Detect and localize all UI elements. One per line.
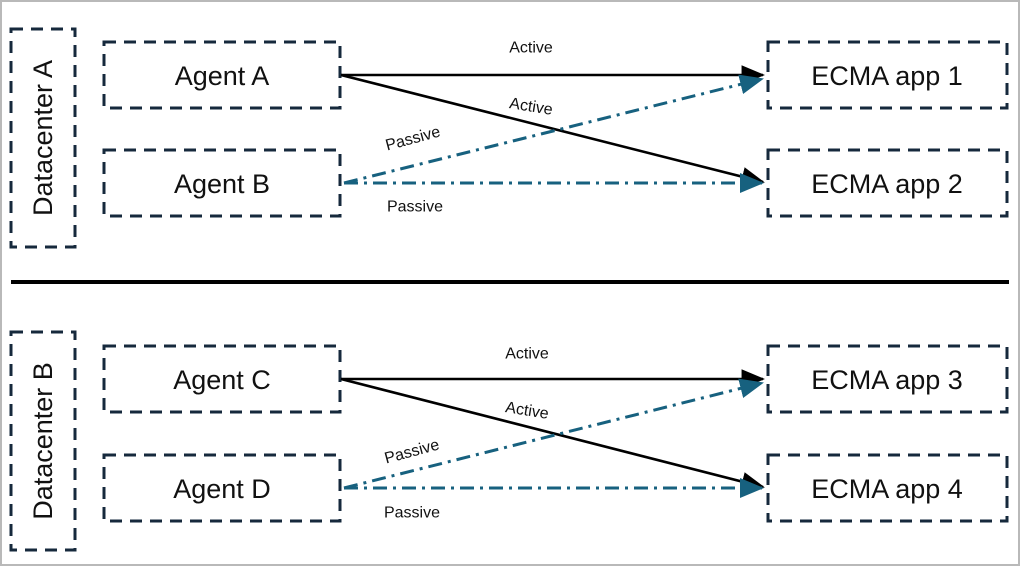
node-ecma-app-3[interactable]: ECMA app 3: [766, 344, 1009, 414]
datacenter-a-label: Datacenter A: [28, 60, 58, 216]
agent-d-label: Agent D: [173, 474, 271, 504]
edge-label-active-a-diagonal: Active: [508, 95, 554, 119]
agent-c-label: Agent C: [173, 365, 271, 395]
agent-a-box[interactable]: [102, 40, 342, 110]
edge-label-passive-a-flat: Passive: [387, 199, 443, 216]
ecma-app-3-label: ECMA app 3: [811, 365, 963, 395]
datacenter-b-group: Datacenter B: [9, 330, 77, 552]
edge-label-active-b-top: Active: [505, 346, 549, 363]
ecma-app-3-box[interactable]: [766, 344, 1009, 414]
node-agent-a[interactable]: Agent A: [102, 40, 342, 110]
agent-c-box[interactable]: [102, 344, 342, 414]
agent-b-label: Agent B: [174, 169, 270, 199]
agent-d-box[interactable]: [102, 453, 342, 523]
node-ecma-app-1[interactable]: ECMA app 1: [766, 40, 1009, 110]
datacenter-b-label: Datacenter B: [28, 362, 58, 520]
edge-label-active-a-top: Active: [509, 40, 553, 57]
ecma-app-1-label: ECMA app 1: [811, 61, 963, 91]
edge-agent-b-to-ecma-app-1[interactable]: [343, 74, 764, 185]
datacenter-a-group: Datacenter A: [9, 27, 77, 249]
node-agent-b[interactable]: Agent B: [102, 148, 342, 218]
edge-agent-c-to-ecma-app-4[interactable]: [340, 377, 765, 492]
edge-label-active-b-diagonal: Active: [504, 399, 550, 423]
agent-b-box[interactable]: [102, 148, 342, 218]
edge-label-passive-b-diagonal: Passive: [383, 437, 442, 468]
ecma-app-2-label: ECMA app 2: [811, 169, 963, 199]
ecma-app-2-box[interactable]: [766, 148, 1009, 218]
ecma-app-1-box[interactable]: [766, 40, 1009, 110]
edge-agent-d-to-ecma-app-3[interactable]: [343, 378, 764, 490]
agent-a-label: Agent A: [175, 61, 270, 91]
datacenter-a-container[interactable]: [9, 27, 77, 249]
ecma-app-4-label: ECMA app 4: [811, 474, 963, 504]
node-agent-c[interactable]: Agent C: [102, 344, 342, 414]
datacenter-b-container[interactable]: [9, 330, 77, 552]
edge-label-passive-b-flat: Passive: [384, 505, 440, 522]
ecma-app-4-box[interactable]: [766, 453, 1009, 523]
node-agent-d[interactable]: Agent D: [102, 453, 342, 523]
node-ecma-app-4[interactable]: ECMA app 4: [766, 453, 1009, 523]
edge-agent-a-to-ecma-app-2[interactable]: [340, 73, 765, 187]
node-ecma-app-2[interactable]: ECMA app 2: [766, 148, 1009, 218]
edge-label-passive-a-diagonal: Passive: [384, 124, 443, 155]
